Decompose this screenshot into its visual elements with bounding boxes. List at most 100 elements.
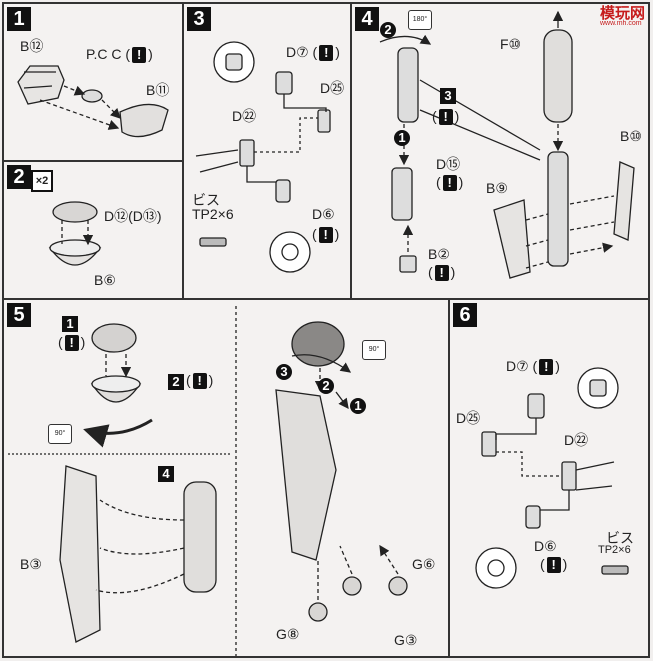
label-b12: B⑫ xyxy=(20,38,44,54)
part-d6-6 xyxy=(525,505,541,529)
watermark-url: www.mh.com xyxy=(600,20,642,27)
label-f10: F⑩ xyxy=(500,36,522,52)
screw-icon-6 xyxy=(601,565,629,575)
label-d15: D⑮ xyxy=(436,156,461,172)
part-b11-cover xyxy=(119,103,169,138)
caution-icon: ! xyxy=(546,557,561,574)
label-n1-caution: (!) xyxy=(58,334,86,352)
screw-icon xyxy=(199,237,227,247)
part-g6 xyxy=(342,576,362,596)
part-d25-6 xyxy=(481,431,497,457)
label-d25: D㉕ xyxy=(320,80,345,96)
part-top-disc xyxy=(91,323,137,353)
label-d22: D㉒ xyxy=(232,108,257,124)
part-b2 xyxy=(399,255,417,273)
detail-circle-bottom xyxy=(269,231,311,273)
part-f10-armor xyxy=(543,29,573,123)
label-d22-6: D㉒ xyxy=(564,432,589,448)
part-pcc-joint xyxy=(81,89,103,103)
label-d6-6: D⑥ xyxy=(534,538,557,554)
label-n2-caution: (!) xyxy=(186,372,214,390)
label-n3-caution: (!) xyxy=(432,108,460,126)
order-3: 3 xyxy=(276,364,292,380)
part-knee-ball xyxy=(291,321,345,367)
step5-number: 5 xyxy=(7,303,31,327)
label-screw-6: ビス xyxy=(606,530,634,546)
caution-icon: ! xyxy=(434,265,449,282)
multiplier-badge: ×2 xyxy=(31,170,53,192)
label-d12: D⑫(D⑬) xyxy=(104,208,162,224)
label-g3: G③ xyxy=(394,632,418,648)
caution-icon: ! xyxy=(438,109,453,126)
label-screw-size-6: TP2×6 xyxy=(598,544,631,556)
label-d7-6: D⑦ (!) xyxy=(506,358,560,376)
label-b2-caution: (!) xyxy=(428,264,456,282)
part-d6 xyxy=(275,179,291,203)
part-leg-assembly xyxy=(547,151,569,267)
label-d7-6-text: D⑦ xyxy=(506,358,529,374)
label-d15-caution: (!) xyxy=(436,174,464,192)
order-2: 2 xyxy=(318,378,334,394)
step6-number: 6 xyxy=(453,303,477,327)
label-d7: D⑦ (!) xyxy=(286,44,340,62)
order-1: 1 xyxy=(394,130,410,146)
order-box-4: 4 xyxy=(158,466,174,482)
step4-number: 4 xyxy=(355,7,379,31)
part-g8 xyxy=(308,602,328,622)
label-screw-size: TP2×6 xyxy=(192,206,234,222)
label-d6-caution: (!) xyxy=(312,226,340,244)
step1-number: 1 xyxy=(7,7,31,31)
part-d22-6 xyxy=(561,461,577,491)
rotate-180-icon: 180° xyxy=(408,10,432,30)
part-d7 xyxy=(275,71,293,95)
label-g8: G⑧ xyxy=(276,626,300,642)
label-g6: G⑥ xyxy=(412,556,436,572)
part-b12-housing xyxy=(17,65,65,105)
label-d25-6: D㉕ xyxy=(456,410,481,426)
rotate-90-icon-2: 90° xyxy=(362,340,386,360)
part-lower-leg xyxy=(275,389,337,561)
label-d6: D⑥ xyxy=(312,206,335,222)
step3-panel: 3 xyxy=(182,2,352,300)
caution-icon: ! xyxy=(319,45,334,62)
caution-icon: ! xyxy=(442,175,457,192)
part-leg-frame xyxy=(397,47,419,123)
label-b10: B⑩ xyxy=(620,128,642,144)
label-b2: B② xyxy=(428,246,450,262)
part-b9-plate xyxy=(493,199,531,279)
order-1: 1 xyxy=(350,398,366,414)
step3-number: 3 xyxy=(187,7,211,31)
caution-icon: ! xyxy=(64,335,79,352)
rotate-90-icon: 90° xyxy=(48,424,72,444)
caution-icon: ! xyxy=(132,47,147,64)
label-screw: ビス xyxy=(192,192,220,208)
order-3: 3 xyxy=(440,88,456,104)
order-2: 2 xyxy=(380,22,396,38)
part-d12-disc xyxy=(52,201,98,223)
order-box-1: 1 xyxy=(62,316,78,332)
label-pcc: P.C C (!) xyxy=(86,46,153,64)
label-b9: B⑨ xyxy=(486,180,508,196)
caution-icon: ! xyxy=(192,373,207,390)
part-g3 xyxy=(388,576,408,596)
part-b3-shield xyxy=(59,465,101,643)
part-d25 xyxy=(317,109,331,133)
part-d7-6 xyxy=(527,393,545,419)
label-d6-6-caution: (!) xyxy=(540,556,568,574)
step6-panel: 6 xyxy=(448,298,650,658)
part-b10-plate xyxy=(613,161,635,241)
label-b11: B⑪ xyxy=(146,82,170,98)
step2-number: 2 xyxy=(7,165,31,189)
label-b6: B⑥ xyxy=(94,272,116,288)
part-d22 xyxy=(239,139,255,167)
watermark-logo: 模玩网 xyxy=(600,6,646,22)
label-d7-text: D⑦ xyxy=(286,44,309,60)
caution-icon: ! xyxy=(539,359,554,376)
detail-circle-bottom-6 xyxy=(475,547,517,589)
order-box-2: 2 xyxy=(168,374,184,390)
label-b3: B③ xyxy=(20,556,42,572)
label-pcc-text: P.C C xyxy=(86,46,122,62)
part-leg-4 xyxy=(183,481,217,593)
